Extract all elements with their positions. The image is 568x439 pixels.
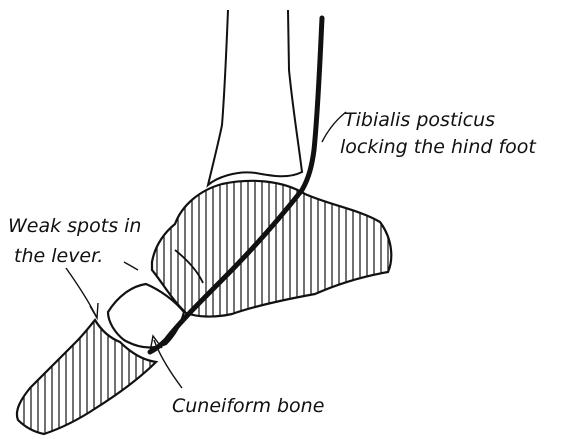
weak-spots-label-line2: the lever. — [14, 245, 103, 267]
weak-spots-arrowhead — [90, 303, 98, 318]
tibialis-label-line2: locking the hind foot — [340, 136, 537, 158]
hindfoot-bones — [152, 181, 391, 317]
weak-spots-label-line1: Weak spots in — [8, 215, 141, 237]
cuneiform-label: Cuneiform bone — [172, 395, 324, 417]
weak-spots-pointer-2 — [124, 262, 138, 270]
tibia-bone — [208, 10, 302, 185]
tibialis-label-line1: Tibialis posticus — [344, 109, 495, 131]
